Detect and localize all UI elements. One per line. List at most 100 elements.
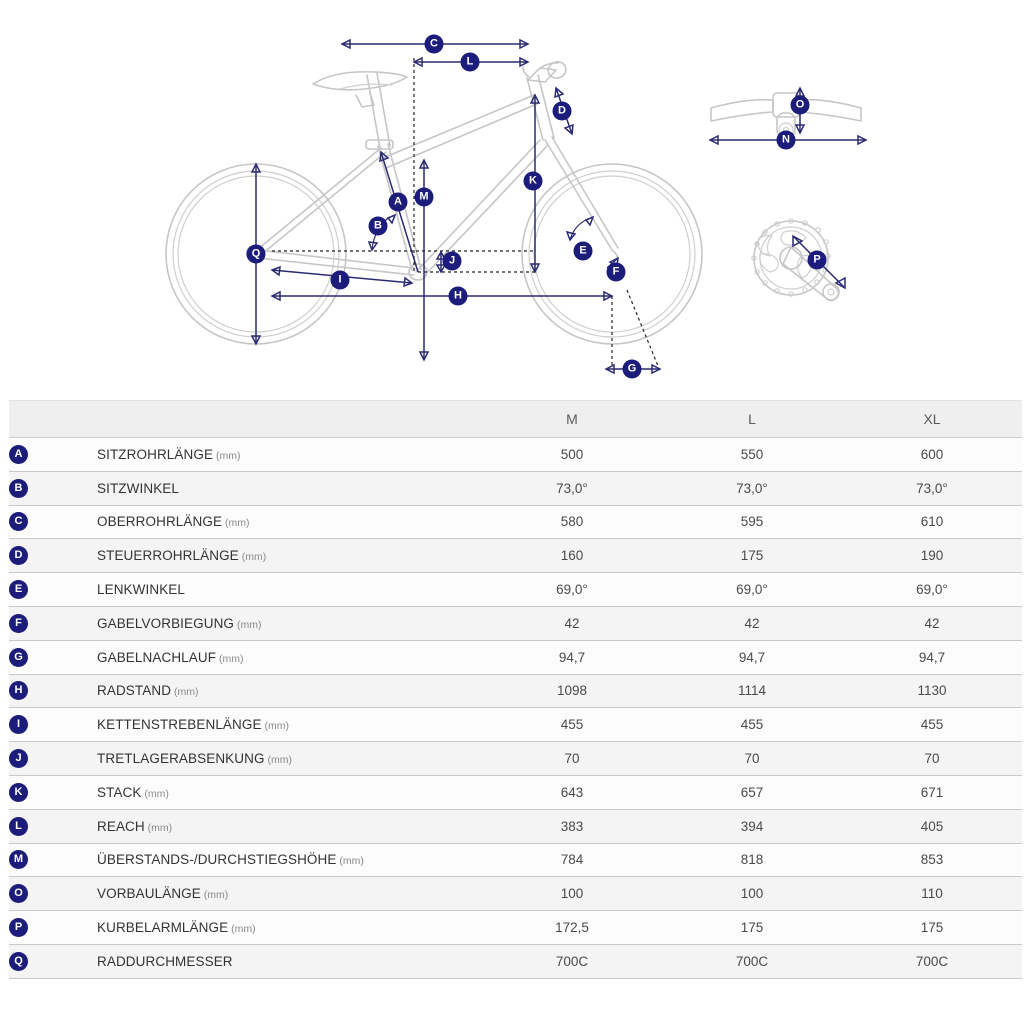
row-badge-cell: K [9,775,97,810]
row-value-xl: 671 [842,775,1022,810]
diagram-marker-p: P [807,250,827,270]
row-unit: (mm) [213,449,241,462]
row-value-m: 94,7 [482,640,662,675]
row-badge-o: O [9,884,28,904]
row-value-m: 383 [482,809,662,844]
row-badge-i: I [9,715,28,735]
row-value-m: 160 [482,538,662,574]
row-value-l: 100 [662,876,842,912]
row-badge-d: D [9,546,28,566]
row-value-m: 172,5 [482,910,662,945]
row-value-xl: 455 [842,707,1022,743]
row-label: KETTENSTREBENLÄNGE (mm) [97,707,482,743]
row-badge-cell: A [9,437,97,472]
row-value-l: 175 [662,538,842,574]
row-value-m: 784 [482,843,662,878]
diagram-marker-l: L [460,52,480,72]
row-value-xl: 94,7 [842,640,1022,675]
row-label: REACH (mm) [97,809,482,844]
row-unit: (mm) [216,652,244,665]
row-unit: (mm) [228,923,256,936]
row-value-xl: 600 [842,437,1022,472]
row-value-m: 700C [482,944,662,979]
diagram-marker-n: N [776,130,796,150]
row-value-xl: 700C [842,944,1022,979]
row-badge-cell: L [9,809,97,844]
diagram-marker-j: J [442,251,462,271]
row-value-m: 1098 [482,674,662,709]
row-label: ÜBERSTANDS-/DURCHSTIEGSHÖHE (mm) [97,843,482,878]
row-badge-b: B [9,478,28,498]
row-unit: (mm) [141,787,169,800]
row-badge-cell: F [9,606,97,641]
row-unit: (mm) [144,821,173,834]
row-badge-cell: O [9,876,97,912]
row-badge-k: K [9,782,28,802]
row-label: KURBELARMLÄNGE (mm) [97,910,482,945]
row-badge-m: M [9,850,28,870]
row-value-l: 94,7 [662,640,842,675]
row-value-l: 550 [662,437,842,472]
row-badge-cell: Q [9,944,97,979]
table-head: M L XL [9,400,1022,438]
row-label: VORBAULÄNGE (mm) [97,876,482,912]
row-badge-c: C [9,512,28,532]
diagram-marker-m: M [414,187,434,207]
row-badge-q: Q [9,951,28,971]
row-value-l: 818 [662,843,842,878]
row-badge-e: E [9,580,28,600]
diagram-marker-f: F [606,262,626,282]
header-size-m: M [482,400,662,438]
diagram-marker-a: A [388,192,408,212]
row-label: GABELNACHLAUF (mm) [97,640,482,675]
row-value-l: 70 [662,741,842,776]
row-badge-f: F [9,613,28,633]
row-badge-cell: B [9,471,97,506]
row-unit: (mm) [238,551,267,564]
row-value-l: 657 [662,775,842,810]
row-unit: (mm) [336,855,364,868]
row-badge-cell: J [9,741,97,776]
row-value-l: 455 [662,707,842,743]
row-value-m: 455 [482,707,662,743]
row-label: RADDURCHMESSER [97,944,482,979]
row-value-m: 42 [482,606,662,641]
row-value-l: 42 [662,606,842,641]
header-label-col [97,400,482,438]
row-value-xl: 190 [842,538,1022,574]
bike-illustration [165,38,868,375]
row-badge-h: H [9,681,28,701]
row-value-l: 69,0° [662,572,842,607]
header-size-l: L [662,400,842,438]
row-label: STACK (mm) [97,775,482,810]
row-label: LENKWINKEL [97,572,482,607]
row-unit: (mm) [264,754,293,767]
row-value-l: 73,0° [662,471,842,506]
row-unit: (mm) [261,720,290,733]
diagram-marker-q: Q [246,244,266,264]
row-value-l: 1114 [662,674,842,709]
row-badge-cell: D [9,538,97,574]
table-header-row: M L XL [9,400,1022,438]
row-badge-cell: G [9,640,97,675]
diagram-marker-e: E [573,241,593,261]
diagram-marker-g: G [622,359,642,379]
row-badge-l: L [9,816,28,836]
row-label: TRETLAGERABSENKUNG (mm) [97,741,482,776]
row-label: SITZWINKEL [97,471,482,506]
row-value-m: 70 [482,741,662,776]
row-value-m: 580 [482,505,662,540]
row-badge-cell: M [9,843,97,878]
